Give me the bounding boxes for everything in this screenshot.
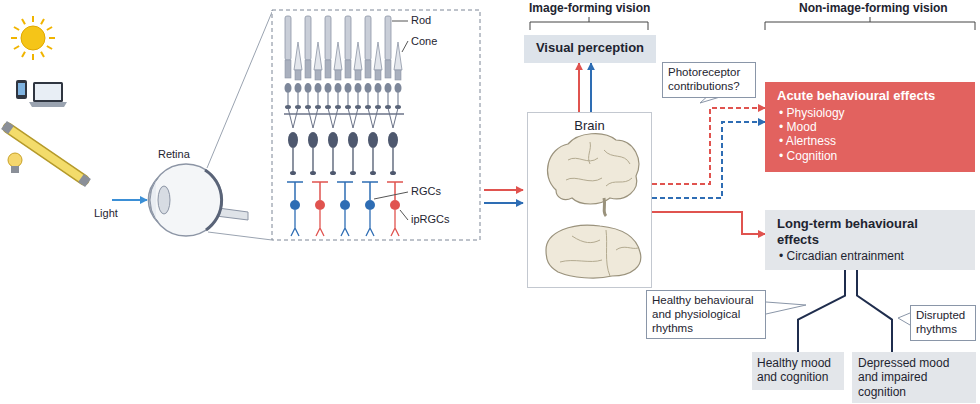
node-heading: Acute behavioural effects [777,88,963,104]
node-heading: Brain [532,118,647,134]
section-heading: Non-image-forming vision [799,1,948,15]
zoom-leader [208,232,272,240]
fluorescent-tube-icon [4,125,88,183]
section-bracket [530,17,648,30]
node-heading: Healthy behavioural and physiological rh… [652,294,760,335]
output-box: Visual perception [524,35,656,63]
node-heading: Healthy mood and cognition [757,356,839,385]
connector-arrow [798,270,845,352]
effect-box: Long-term behavioural effects • Circadian… [765,210,975,270]
laptop-icon [29,82,67,107]
retina-circuit [284,16,404,236]
connector-arrow [652,212,765,234]
leader-line [402,41,408,52]
connector-arrow [857,270,892,352]
leader-line [374,192,408,199]
human-brain-illustration [547,134,638,216]
callout-box: Healthy behavioural and physiological rh… [646,290,766,339]
part-label: Cone [411,35,437,47]
node-line: • Circadian entrainment [779,249,963,263]
light-arrow [112,199,147,201]
part-label: Rod [411,14,431,26]
callout-box: Disrupted rhythms [910,305,976,341]
signal-arrow [484,189,523,191]
connector-arrow [590,63,592,112]
node-heading: Long-term behavioural effects [777,216,963,247]
node-line: • Physiology [779,106,963,120]
zoom-leader [207,12,272,168]
node-heading: Visual perception [527,40,653,56]
retina-inset-frame [272,10,480,240]
node-line: • Alertness [779,134,963,148]
signal-arrow [484,202,523,204]
arrow-label: Light [94,207,118,219]
leader-line [392,21,408,22]
callout-pointer [898,313,910,325]
node-heading: Depressed mood and impaired cognition [858,356,970,399]
sun-icon [11,16,55,60]
part-label: ipRGCs [411,213,450,225]
node-line: • Cognition [779,149,963,163]
node-heading: Photoreceptor contributions? [668,66,750,94]
callout-pointer [766,302,806,314]
callout-box: Photoreceptor contributions? [662,62,756,98]
section-bracket [765,17,975,30]
mouse-brain-illustration [546,225,641,278]
section-heading: Image-forming vision [529,1,650,15]
node-heading: Disrupted rhythms [916,309,970,337]
phone-icon [16,80,27,99]
light-bulb-icon [8,153,22,173]
part-label: Retina [158,148,190,160]
outcome-box: Healthy mood and cognition [752,352,844,390]
part-label: RGCs [411,185,441,197]
node-line: • Mood [779,120,963,134]
outcome-box: Depressed mood and impaired cognition [852,352,976,403]
brain-panel: Brain [527,112,652,288]
dashed-arrow [652,122,765,198]
leader-line [400,210,408,220]
eye-illustration [148,164,248,236]
callout-pointer [700,98,718,103]
dashed-arrow [652,108,765,184]
connector-arrow [578,63,580,112]
effect-box: Acute behavioural effects • Physiology• M… [765,82,975,172]
